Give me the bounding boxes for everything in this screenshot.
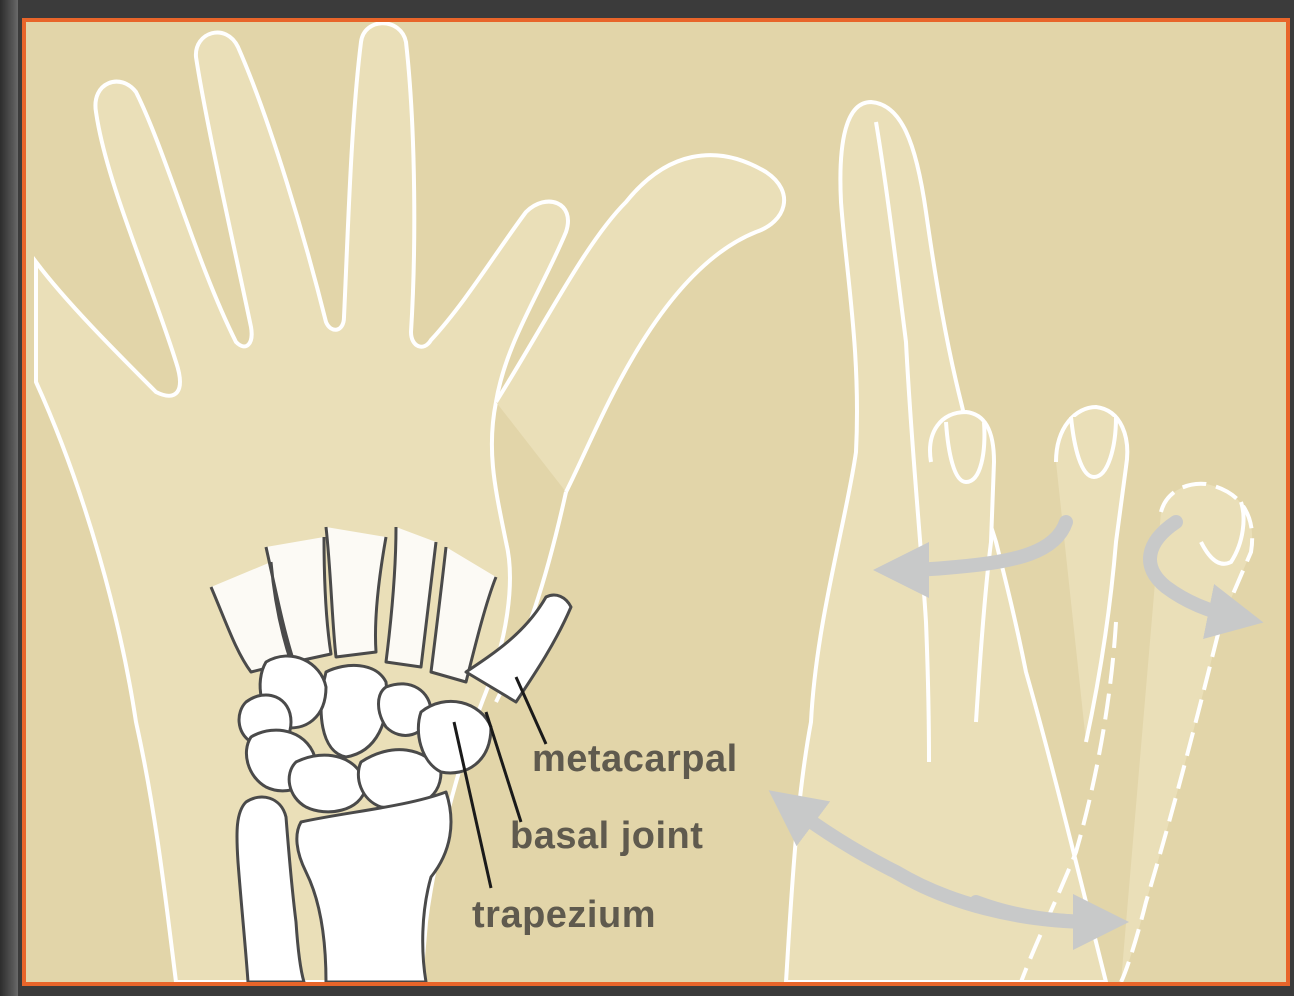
trapezium-label: trapezium [472, 894, 656, 937]
trapezium-bone [418, 701, 491, 773]
basal-joint-leader [486, 712, 521, 822]
basal-joint-label: basal joint [510, 815, 703, 858]
illustration-frame: metacarpal basal joint trapezium [22, 18, 1290, 986]
metacarpal-label: metacarpal [532, 738, 738, 781]
window-left-edge [0, 0, 18, 996]
metacarpal-leader [516, 677, 546, 744]
